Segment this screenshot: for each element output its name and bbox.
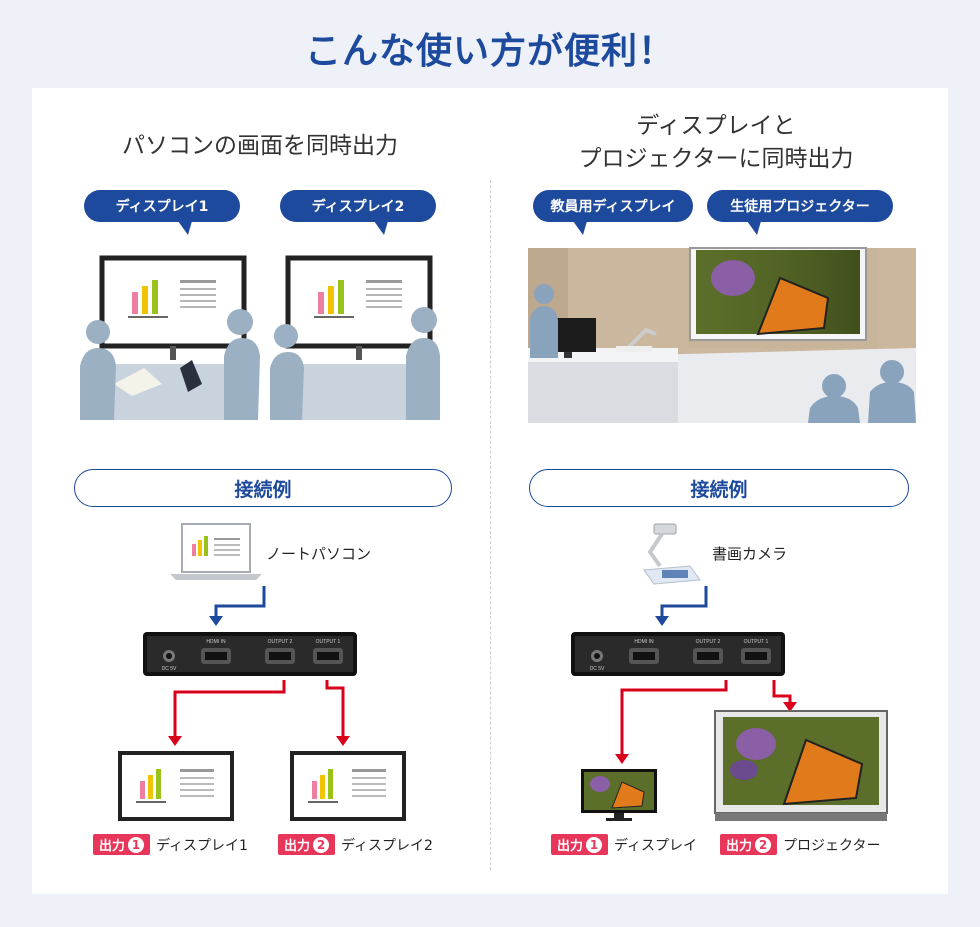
projector-screen-icon [714, 710, 888, 821]
left-source-label: ノートパソコン [266, 545, 372, 563]
left-connection-example: 接続例 [74, 469, 452, 507]
port-label-out2: OUTPUT 2 [268, 639, 293, 645]
right-connection-example: 接続例 [529, 469, 909, 507]
monitor-icon [99, 255, 247, 360]
port-label-out1: OUTPUT 1 [744, 639, 769, 645]
output-name: ディスプレイ [614, 837, 698, 854]
output-arrows [615, 680, 797, 764]
port-label-out2: OUTPUT 2 [696, 639, 721, 645]
headline: こんな使い方が便利！ [304, 31, 675, 72]
output-name: ディスプレイ1 [156, 837, 248, 854]
left-section-title: パソコンの画面を同時出力 [122, 133, 398, 159]
classroom-scene-photo [528, 247, 916, 423]
right-section-title: ディスプレイと プロジェクターに同時出力 [516, 110, 916, 175]
input-arrow [655, 586, 708, 626]
port-label-in: HDMI IN [634, 639, 654, 645]
port-label-out1: OUTPUT 1 [316, 639, 341, 645]
meeting-scene-illustration [80, 255, 440, 420]
right-bubble-student-projector: 生徒用プロジェクター [707, 190, 893, 235]
right-source-label: 書画カメラ [712, 545, 788, 563]
power-label: DC 5V [590, 666, 605, 672]
hdmi-splitter-icon: HDMI IN OUTPUT 2 OUTPUT 1 DC 5V [143, 632, 357, 676]
laptop-icon [170, 523, 262, 580]
hdmi-splitter-icon: HDMI IN OUTPUT 2 OUTPUT 1 DC 5V [571, 632, 785, 676]
output-name: プロジェクター [783, 837, 881, 854]
monitor-icon [581, 769, 657, 821]
power-label: DC 5V [162, 666, 177, 672]
left-bubble-display2: ディスプレイ2 [280, 190, 436, 235]
port-label-in: HDMI IN [206, 639, 226, 645]
document-camera-icon [643, 523, 701, 585]
left-bubble-display1: ディスプレイ1 [84, 190, 240, 235]
monitor-icon [290, 751, 406, 821]
output-arrows [168, 680, 350, 746]
right-bubble-teacher-display: 教員用ディスプレイ [533, 190, 693, 235]
column-divider [490, 180, 491, 870]
right-title-line1: ディスプレイと [636, 113, 796, 139]
monitor-icon [285, 255, 433, 360]
input-arrow [209, 586, 266, 626]
right-title-line2: プロジェクターに同時出力 [578, 145, 854, 172]
monitor-icon [118, 751, 234, 821]
output-name: ディスプレイ2 [341, 837, 433, 854]
